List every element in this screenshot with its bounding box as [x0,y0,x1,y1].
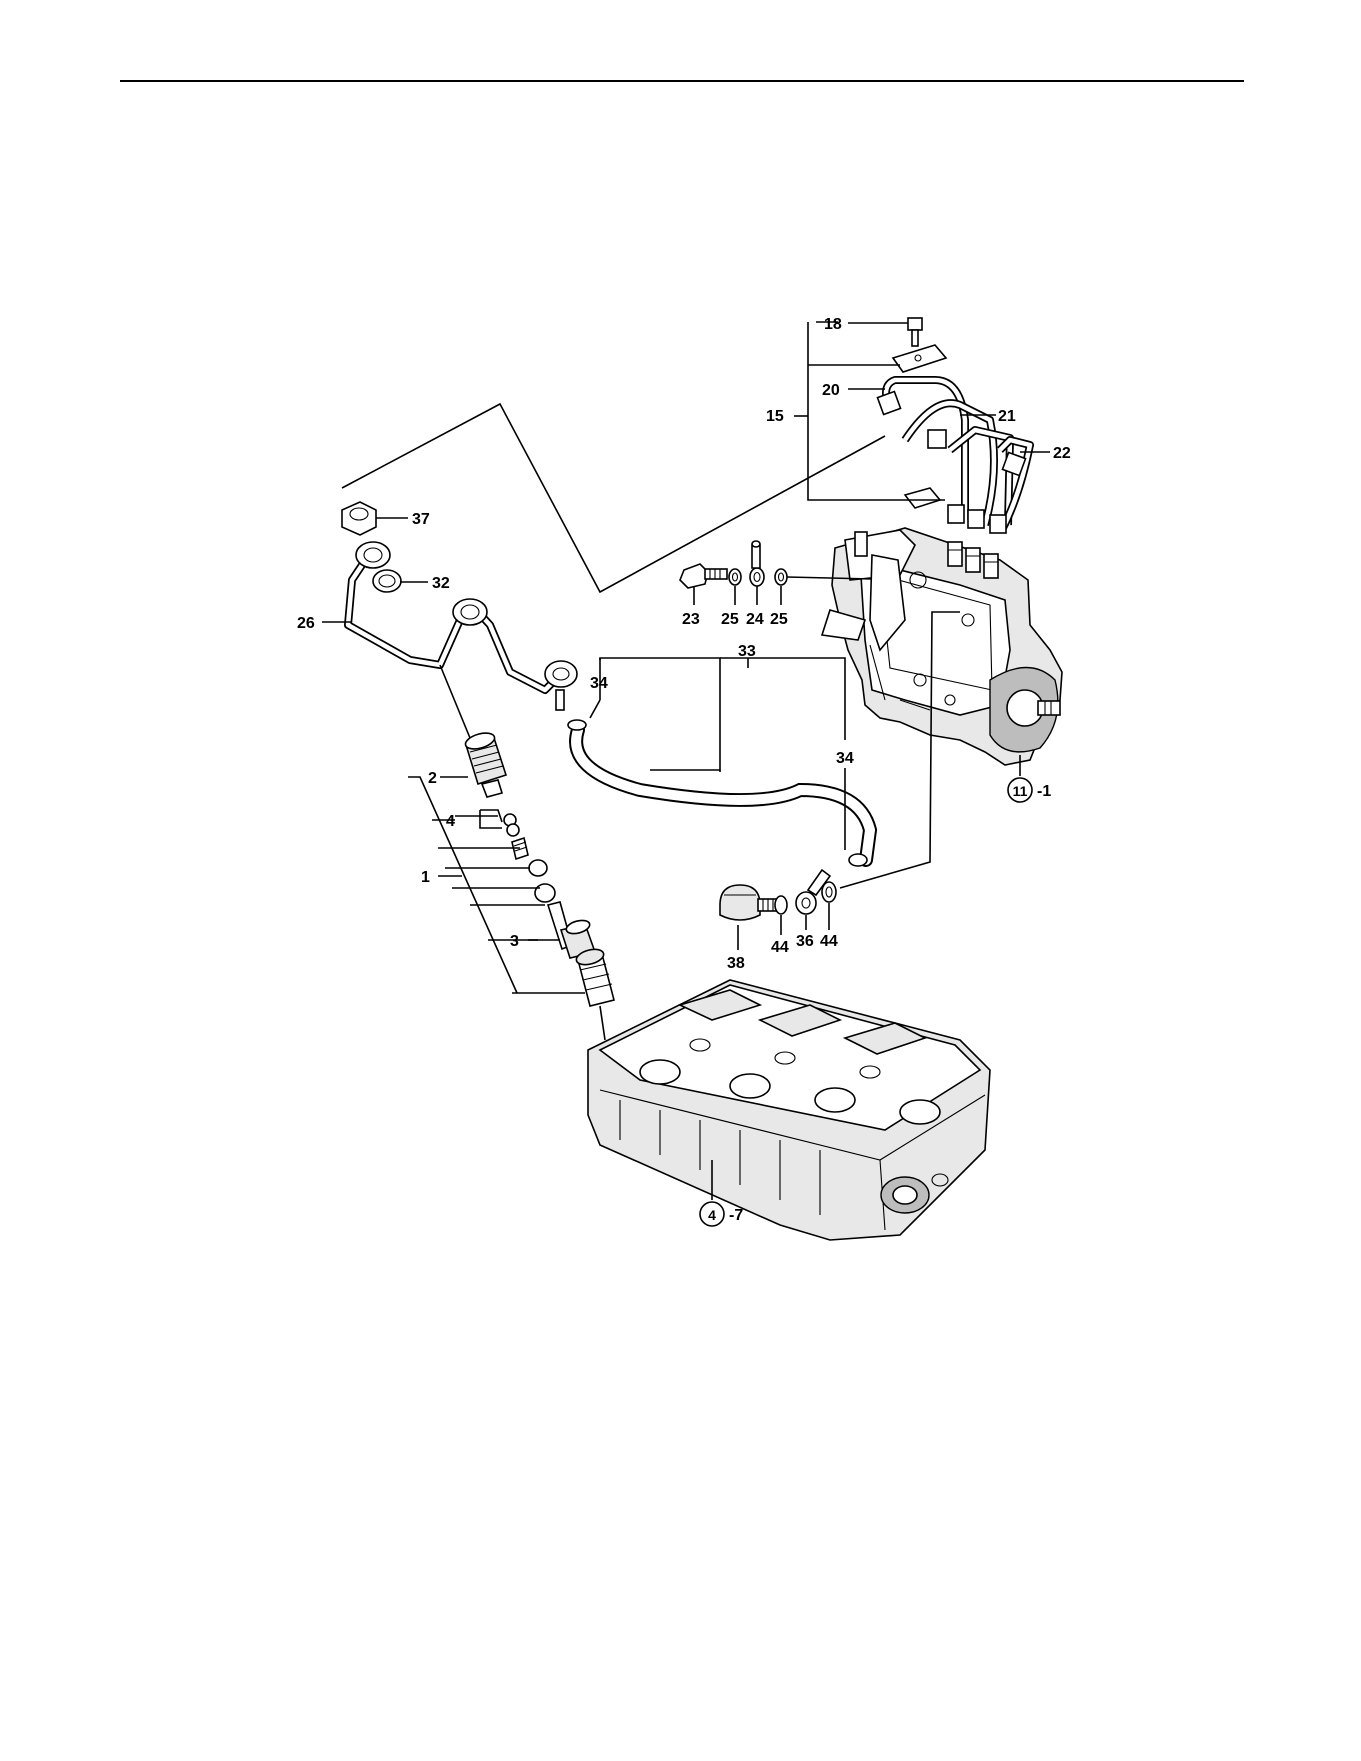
callout-20: 20 [822,382,840,399]
callout-25-right: 25 [770,611,788,628]
callout-32: 32 [432,575,450,592]
callout-23: 23 [682,611,700,628]
cylinder-head [588,980,990,1240]
callout-18: 18 [824,316,842,333]
reference-pump-suffix: -1 [1037,783,1051,800]
injection-pump [822,528,1062,765]
callout-15: 15 [766,408,784,425]
callout-2: 2 [428,770,437,787]
reference-head-suffix: -7 [729,1207,743,1224]
callout-25-left: 25 [721,611,739,628]
callout-22: 22 [1053,445,1071,462]
callout-36: 36 [796,933,814,950]
callout-1: 1 [421,869,430,886]
callout-33: 33 [738,643,756,660]
callout-3: 3 [510,933,519,950]
callout-34-lower: 34 [836,750,854,767]
callout-24: 24 [746,611,764,628]
callout-4: 4 [446,813,455,830]
callout-44-left: 44 [771,939,789,956]
leak-off-hose [568,720,870,866]
callout-44-right: 44 [820,933,838,950]
fuel-pipe-26 [342,502,577,710]
reference-pump-number: 11 [1013,783,1028,799]
reference-head-number: 4 [708,1207,716,1223]
callout-38: 38 [727,955,745,972]
callout-21: 21 [998,408,1016,425]
reference-pump: 11 -1 [1008,778,1051,802]
overflow-bolt-set [680,541,787,588]
callout-34-upper: 34 [590,675,608,692]
callout-37: 37 [412,511,430,528]
return-banjo-set [720,870,836,920]
callout-26: 26 [297,615,315,632]
